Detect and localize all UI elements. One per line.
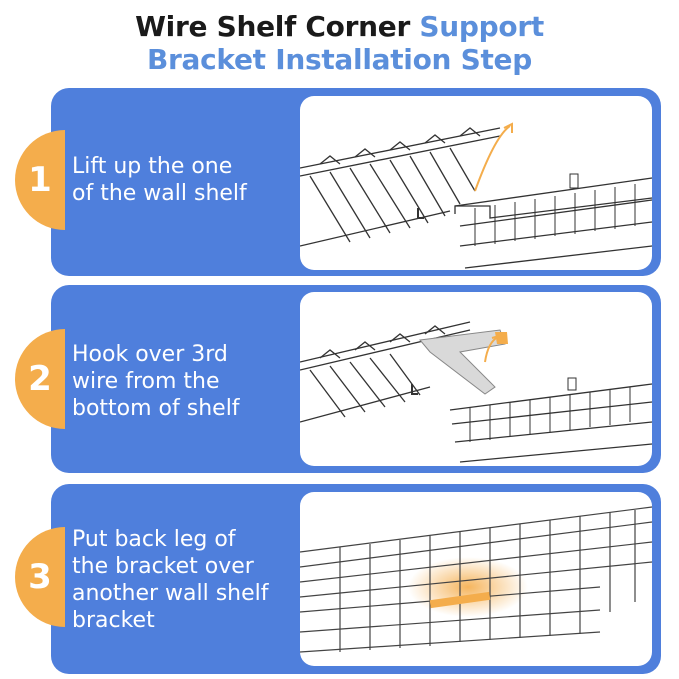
step-1-line-2: of the wall shelf — [72, 181, 247, 206]
page-title: Wire Shelf Corner Support Bracket Instal… — [0, 10, 679, 76]
step-3-line-1: Put back leg of — [72, 527, 236, 552]
step-3-line-4: bracket — [72, 608, 155, 633]
bracket-hook-illustration — [300, 321, 652, 463]
step-2-photo — [300, 292, 652, 466]
step-3-line-3: another wall shelf — [72, 581, 269, 606]
wire-shelf-lift-illustration — [300, 122, 652, 269]
step-text-1: Lift up the one of the wall shelf — [72, 145, 297, 215]
title-blue-part: Support — [419, 10, 544, 43]
step-text-2: Hook over 3rd wire from the bottom of sh… — [72, 336, 297, 426]
corner-joint-illustration — [300, 506, 652, 653]
step-1-line-1: Lift up the one — [72, 154, 233, 179]
step-3-photo — [300, 492, 652, 666]
step-2-line-3: bottom of shelf — [72, 395, 240, 421]
title-blue-line2: Bracket Installation Step — [146, 43, 532, 76]
step-number-2: 2 — [28, 359, 52, 399]
title-dark-part: Wire Shelf Corner — [135, 10, 410, 43]
step-number-1: 1 — [28, 160, 52, 200]
step-2-line-2: wire from the — [72, 368, 220, 394]
step-number-3: 3 — [28, 557, 52, 597]
step-1-photo — [300, 96, 652, 270]
step-3-line-2: the bracket over — [72, 554, 254, 579]
step-2-line-1: Hook over 3rd — [72, 341, 228, 367]
step-text-3: Put back leg of the bracket over another… — [72, 524, 297, 636]
